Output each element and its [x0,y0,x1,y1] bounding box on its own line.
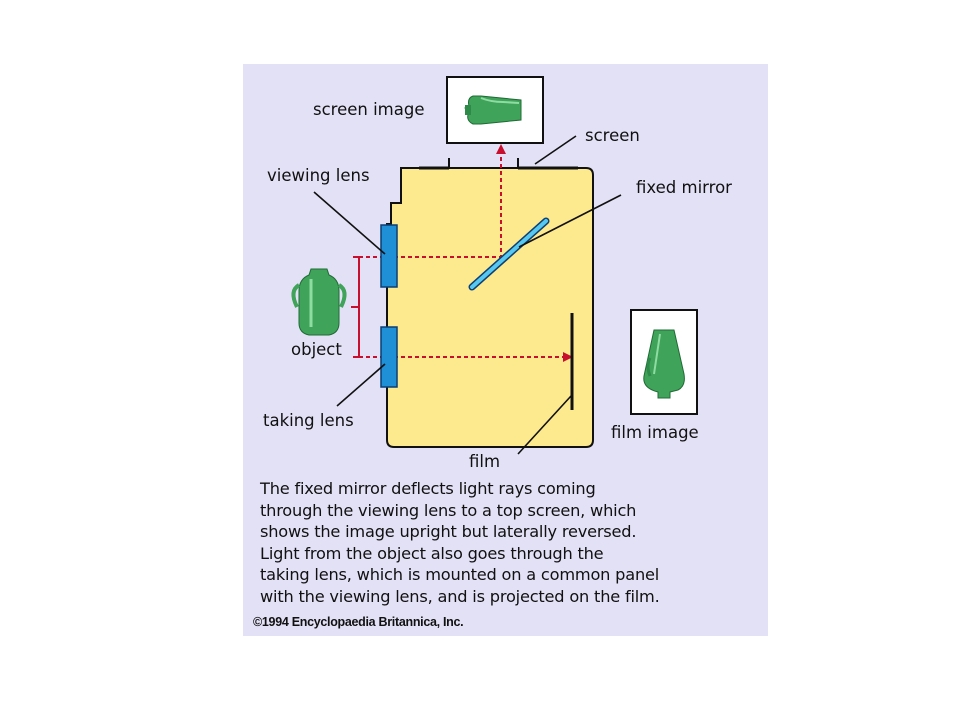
diagram-panel: screen image screen viewing lens fixed m… [243,64,768,636]
taking-lens [380,326,398,388]
caption-line: through the viewing lens to a top screen… [260,500,637,520]
leader-viewing-lens [313,191,386,255]
label-taking-lens: taking lens [263,411,354,430]
screen-image-vase [464,95,522,125]
copyright-notice: ©1994 Encyclopaedia Britannica, Inc. [253,615,464,629]
camera-body [386,167,594,448]
caption-line: Light from the object also goes through … [260,543,604,563]
caption-line: with the viewing lens, and is projected … [260,586,660,606]
viewing-lens [380,224,398,288]
leader-taking-lens [336,363,386,407]
label-film: film [469,452,500,471]
label-object: object [291,340,342,359]
leader-lines [313,135,622,455]
film-arrowhead [563,352,573,362]
caption-line: The fixed mirror deflects light rays com… [260,479,596,498]
screen-arrowhead [496,144,506,154]
camera-diagram: screen image screen viewing lens fixed m… [263,76,732,471]
label-fixed-mirror: fixed mirror [636,178,732,197]
label-screen-image: screen image [313,100,425,119]
label-viewing-lens: viewing lens [267,166,370,185]
object-vase [291,268,347,336]
leader-fixed-mirror [518,194,622,248]
caption: The fixed mirror deflects light rays com… [260,478,765,607]
label-screen: screen [585,126,640,145]
caption-line: taking lens, which is mounted on a commo… [260,565,660,584]
fixed-mirror-face [470,219,548,289]
label-film-image: film image [611,423,699,442]
leader-screen [534,135,577,165]
caption-line: shows the image upright but laterally re… [260,522,637,541]
leader-film [517,395,572,455]
film-image-vase [643,329,685,399]
